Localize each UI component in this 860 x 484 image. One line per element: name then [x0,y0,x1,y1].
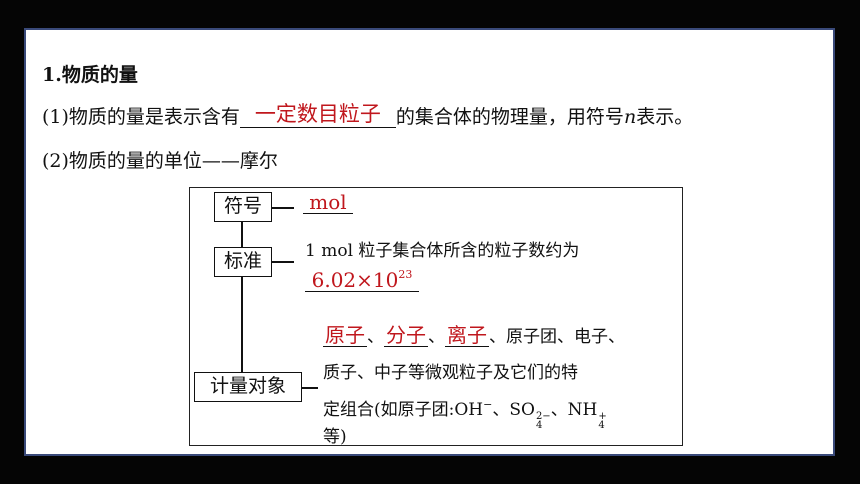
connector-objects [302,387,318,389]
symbol-answer-row: mol [303,190,353,214]
unit-line: (2)物质的量的单位——摩尔 [42,150,278,172]
objects-line3-prefix: 定组合(如原子团:OH [323,400,484,420]
standard-answer-row: 6.02×1023 [305,268,419,292]
concept-diagram: 符号 标准 计量对象 mol 1 mol 粒子集合体所含的粒子数约为 6.02×… [189,187,683,447]
box-standard: 标准 [214,247,272,277]
slide-panel: 1.物质的量 (1)物质的量是表示含有一定数目粒子的集合体的物理量，用符号n表示… [24,28,835,456]
definition-suffix: 表示。 [636,106,694,128]
section-heading: 1.物质的量 [42,64,138,86]
symbol-n: n [623,106,637,128]
box-symbol: 符号 [214,192,272,222]
definition-line: (1)物质的量是表示含有一定数目粒子的集合体的物理量，用符号n表示。 [42,102,693,129]
avogadro-base: 6.02×10 [311,268,399,292]
connector-symbol [272,207,294,209]
objects-rest: 、原子团、电子、 [489,327,625,347]
definition-prefix: (1)物质的量是表示含有 [42,106,240,128]
answer-atom: 原子 [323,323,367,347]
standard-text: 1 mol 粒子集合体所含的粒子数约为 [305,241,580,261]
answer-blank-particles: 一定数目粒子 [239,104,396,128]
sulfate-charge: 2− [535,411,551,422]
ammonium-symbol: 、NH [550,400,598,420]
oh-charge: − [483,398,493,411]
objects-line-1: 原子、分子、离子、原子团、电子、 [323,322,625,347]
ammonium-charge: + [598,411,607,422]
objects-line-2: 质子、中子等微观粒子及它们的特 [323,363,578,383]
avogadro-exponent: 23 [398,268,413,281]
answer-ion: 离子 [445,323,489,347]
ammonium-subscript: 4 [598,420,605,431]
answer-mol: mol [303,192,353,214]
ammonium-indices: +4 [598,411,607,431]
sulfate-indices: 2−4 [535,411,551,431]
sulfate-subscript: 4 [535,420,543,431]
separator: 、 [367,327,384,347]
separator: 、 [428,327,445,347]
connector-standard [272,261,294,263]
definition-middle: 的集合体的物理量，用符号 [395,106,624,128]
sulfate-symbol: 、SO [492,400,535,420]
objects-line-4: 等) [323,427,347,447]
diagram-trunk [241,222,243,372]
answer-molecule: 分子 [384,323,428,347]
box-objects: 计量对象 [194,372,302,402]
answer-avogadro: 6.02×1023 [305,269,419,292]
answer-particles: 一定数目粒子 [254,102,381,126]
